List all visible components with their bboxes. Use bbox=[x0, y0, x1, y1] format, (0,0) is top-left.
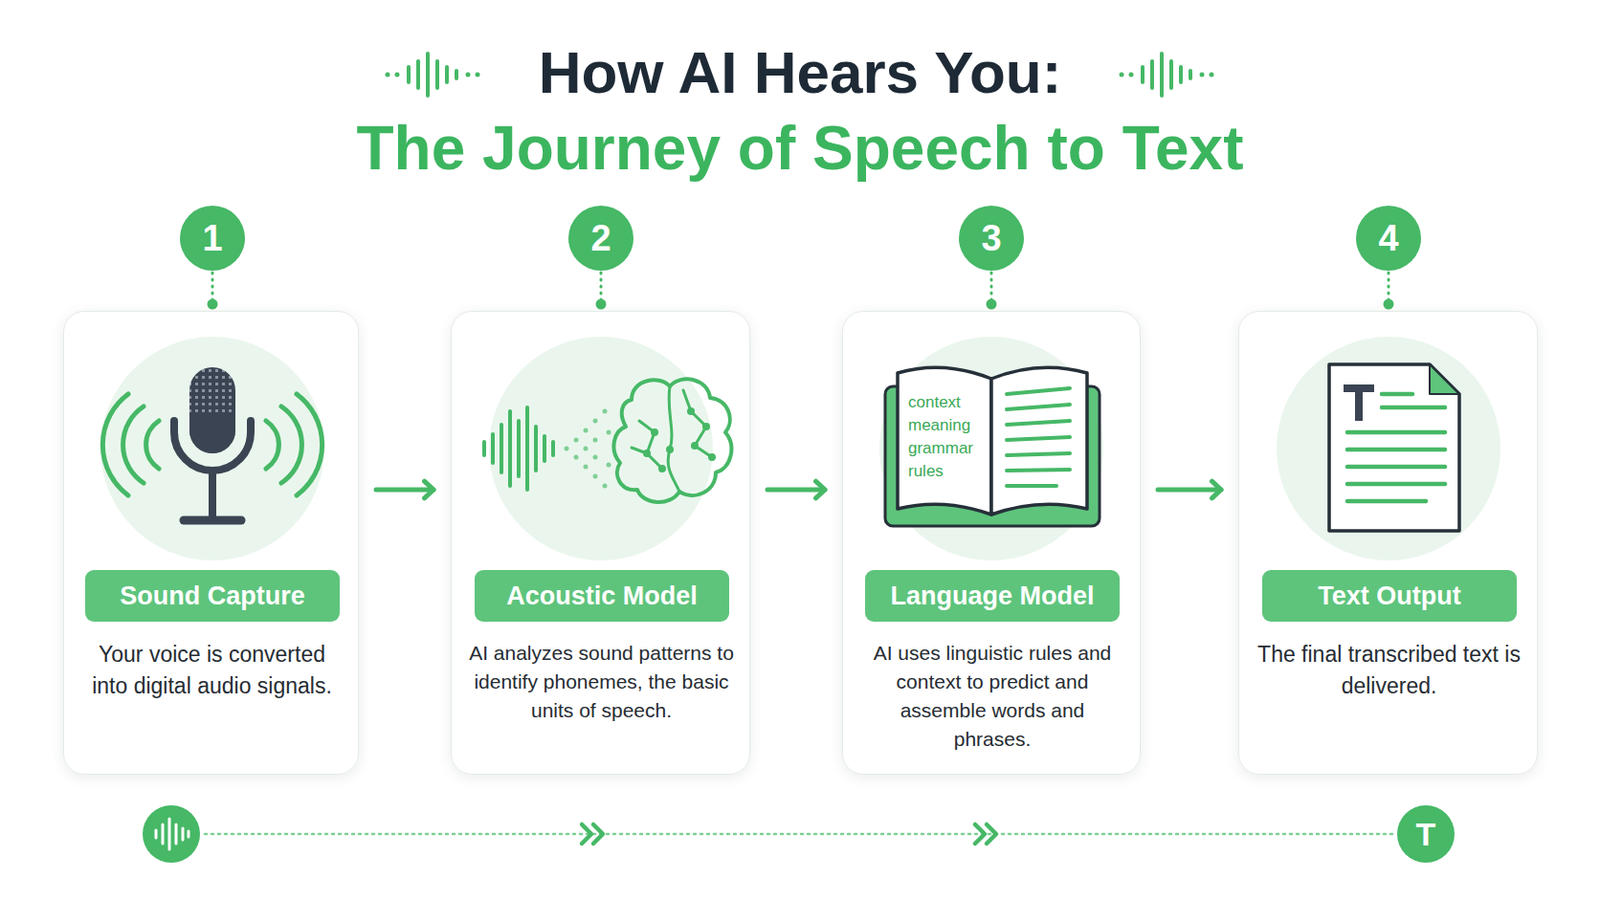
step-heading: Acoustic Model bbox=[474, 570, 730, 623]
step-heading: Text Output bbox=[1262, 570, 1517, 623]
step-number: 4 bbox=[1355, 205, 1422, 271]
connector-line bbox=[767, 488, 825, 493]
step-card: Language Model AI uses linguistic rules a… bbox=[842, 311, 1141, 776]
arrow-head bbox=[423, 481, 434, 499]
step-number: 3 bbox=[958, 205, 1024, 271]
book-word: grammar bbox=[908, 438, 974, 460]
book-word: context bbox=[908, 392, 961, 414]
connector bbox=[986, 272, 998, 311]
step-heading: Language Model bbox=[865, 570, 1120, 623]
title: How AI Hears You: bbox=[0, 36, 1600, 110]
connector bbox=[596, 272, 607, 311]
step-description: AI analyzes sound patterns to identify p… bbox=[468, 639, 734, 726]
connector bbox=[1383, 272, 1395, 311]
step-card: Acoustic Model AI analyzes sound patterns… bbox=[450, 311, 751, 776]
step-card: Sound CaptureYour voice is converted int… bbox=[63, 311, 359, 776]
connector-dot bbox=[986, 299, 998, 311]
connector-line bbox=[1157, 488, 1222, 493]
connector bbox=[1157, 481, 1222, 499]
step-number: 2 bbox=[568, 205, 634, 271]
book-word: meaning bbox=[908, 415, 971, 437]
book-icon bbox=[885, 367, 1100, 527]
connector-dot bbox=[1383, 299, 1395, 311]
connector-line bbox=[376, 488, 434, 493]
end-marker: T bbox=[1397, 815, 1455, 854]
progress-track bbox=[142, 805, 1455, 864]
step-number-text: 4 bbox=[1377, 218, 1399, 260]
connector-dot bbox=[207, 299, 219, 311]
connector bbox=[376, 481, 434, 499]
step-description: The final transcribed text is delivered. bbox=[1256, 639, 1522, 703]
connector bbox=[767, 481, 825, 499]
step-description: Your voice is converted into digital aud… bbox=[81, 639, 343, 703]
connector bbox=[207, 272, 219, 311]
step-description: AI uses linguistic rules and context to … bbox=[860, 639, 1125, 755]
subtitle: The Journey of Speech to Text bbox=[0, 111, 1600, 186]
step-number-text: 2 bbox=[590, 218, 611, 260]
step-card: Text OutputThe final transcribed text is… bbox=[1238, 311, 1538, 776]
connector-dot bbox=[596, 299, 607, 311]
step-number-text: 1 bbox=[201, 218, 223, 260]
book-word: rules bbox=[908, 461, 944, 483]
icon-ground bbox=[100, 336, 1501, 561]
document-icon bbox=[1329, 364, 1460, 532]
arrow-head bbox=[1211, 481, 1222, 499]
brain-icon bbox=[484, 378, 732, 503]
step-heading: Sound Capture bbox=[85, 570, 340, 623]
microphone-icon bbox=[102, 367, 322, 521]
step-number: 1 bbox=[179, 205, 245, 271]
step-number-text: 3 bbox=[980, 218, 1001, 260]
arrow-head bbox=[815, 481, 825, 499]
